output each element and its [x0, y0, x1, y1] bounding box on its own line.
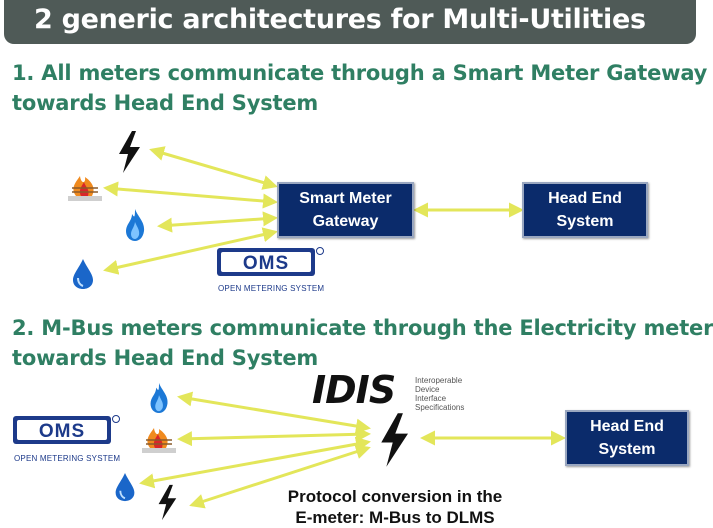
hes1-label-line1: Head End: [548, 190, 622, 207]
oms-logo: OMS: [13, 415, 120, 444]
section2-heading: 2. M-Bus meters communicate through the …: [12, 313, 713, 373]
arrow-heat-emeter: [177, 426, 371, 447]
idis-desc-line: Interface: [415, 394, 447, 403]
section1-heading-line2: towards Head End System: [12, 91, 319, 115]
section1-heading: 1. All meters communicate through a Smar…: [12, 58, 707, 118]
oms-logo: OMS: [217, 247, 324, 276]
water-drop-icon: [115, 472, 135, 502]
title-bar: 2 generic architectures for Multi-Utilit…: [4, 0, 696, 44]
water-drop-icon: [73, 259, 93, 289]
protocol-conversion-note: Protocol conversion in the E-meter: M-Bu…: [240, 486, 550, 528]
oms-logo-text: OMS: [39, 421, 85, 442]
page-title: 2 generic architectures for Multi-Utilit…: [34, 4, 646, 35]
note-line1: Protocol conversion in the: [287, 487, 503, 506]
head-end-system-box-2: Head End System: [565, 410, 689, 466]
connection-arrows: [103, 146, 566, 509]
idis-logo: IDIS: [312, 368, 396, 412]
section2-heading-line1: 2. M-Bus meters communicate through the …: [12, 316, 713, 340]
gateway-label-line1: Smart Meter: [299, 190, 392, 207]
arrow-gas-gateway: [157, 211, 278, 233]
note-line2: E-meter: M-Bus to DLMS: [295, 508, 495, 527]
oms-caption: OPEN METERING SYSTEM: [218, 284, 325, 293]
oms-logo-text: OMS: [243, 253, 289, 274]
gateway-label-line2: Gateway: [312, 213, 379, 230]
idis-desc-line: Specifications: [415, 403, 465, 412]
heat-icon: [142, 428, 176, 453]
e-meter-lightning-icon: [381, 413, 408, 467]
flame-icon: [150, 382, 168, 414]
smart-meter-gateway-box: Smart Meter Gateway: [277, 182, 414, 238]
flame-icon: [126, 209, 145, 241]
section2-heading-line2: towards Head End System: [12, 346, 319, 370]
section1-heading-line1: 1. All meters communicate through a Smar…: [12, 61, 708, 85]
arrow-water-gateway: [103, 227, 278, 275]
heat-icon: [68, 176, 102, 201]
oms-caption: OPEN METERING SYSTEM: [14, 454, 121, 463]
arrow-electricity-emeter: [189, 444, 371, 509]
idis-desc-line: Interoperable: [415, 376, 463, 385]
idis-desc-line: Device: [415, 385, 440, 394]
arrow-gas-emeter: [177, 391, 371, 434]
lightning-icon: [119, 131, 140, 173]
hes2-label-line2: System: [598, 441, 656, 458]
head-end-system-box-1: Head End System: [522, 182, 648, 238]
hes2-label-line1: Head End: [590, 418, 664, 435]
lightning-icon: [158, 484, 177, 521]
hes1-label-line2: System: [556, 213, 614, 230]
arrow-electricity-gateway: [149, 146, 278, 190]
arrow-heat-gateway: [103, 181, 278, 209]
idis-description: Interoperable Device Interface Specifica…: [415, 376, 464, 412]
